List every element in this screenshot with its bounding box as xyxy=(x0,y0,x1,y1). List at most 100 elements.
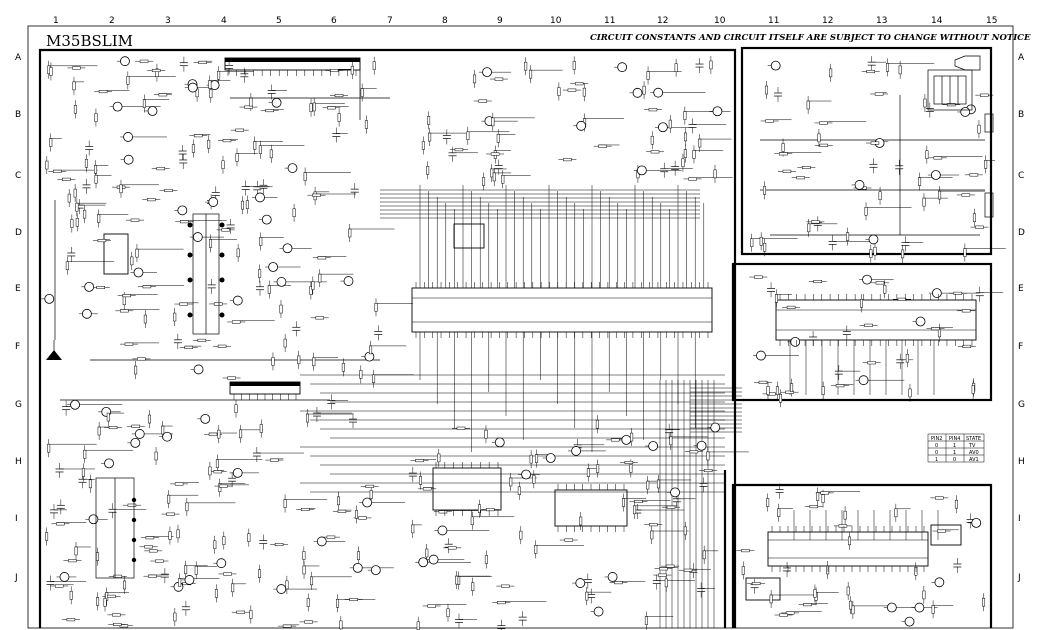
row-label: D xyxy=(1018,228,1025,238)
component xyxy=(466,131,470,141)
component xyxy=(971,385,975,394)
component xyxy=(684,132,688,142)
component xyxy=(369,490,373,499)
component xyxy=(147,414,151,424)
component xyxy=(365,484,375,488)
component xyxy=(582,87,586,97)
component xyxy=(878,191,882,201)
component xyxy=(258,569,262,578)
component xyxy=(650,150,660,154)
transistor xyxy=(316,536,327,547)
component xyxy=(372,374,376,384)
transistor xyxy=(428,554,439,565)
component xyxy=(610,438,620,442)
component xyxy=(96,286,105,290)
component xyxy=(127,503,137,507)
component xyxy=(595,419,599,429)
component xyxy=(874,92,884,96)
component xyxy=(816,492,820,501)
component xyxy=(151,69,161,73)
component xyxy=(270,458,279,462)
component xyxy=(142,285,152,289)
component xyxy=(683,149,687,158)
component xyxy=(961,193,971,197)
col-label: 11 xyxy=(604,16,615,26)
component xyxy=(208,80,212,89)
component xyxy=(179,302,188,306)
component xyxy=(112,622,122,626)
transistor xyxy=(133,267,144,278)
component xyxy=(415,459,424,463)
transistor xyxy=(193,364,204,375)
component xyxy=(94,165,98,174)
transistor xyxy=(854,180,865,190)
component xyxy=(785,611,795,615)
component xyxy=(646,71,650,80)
row-label: A xyxy=(1018,53,1025,63)
component xyxy=(161,425,165,435)
component xyxy=(534,545,538,554)
component xyxy=(337,113,341,122)
component xyxy=(484,429,488,439)
component xyxy=(45,532,49,541)
table-cell: AV1 xyxy=(969,457,979,463)
col-label: 6 xyxy=(331,16,337,26)
component xyxy=(285,580,289,590)
component xyxy=(197,338,207,342)
component xyxy=(178,578,182,587)
sheet-border xyxy=(27,25,1014,629)
component xyxy=(835,384,845,388)
component xyxy=(829,68,833,78)
component xyxy=(245,200,249,209)
component xyxy=(106,412,110,422)
transistor xyxy=(120,56,130,67)
flyback-transformer xyxy=(187,213,225,335)
component xyxy=(334,94,344,98)
component xyxy=(221,228,230,232)
component xyxy=(817,133,821,143)
component xyxy=(938,190,942,200)
component xyxy=(97,426,101,436)
component xyxy=(803,603,812,607)
av-board-frame xyxy=(731,483,993,628)
main-board-frame xyxy=(38,48,737,628)
component xyxy=(683,568,693,572)
transistor xyxy=(632,87,643,98)
component xyxy=(327,106,336,110)
component xyxy=(864,207,868,216)
component xyxy=(126,76,130,85)
transistor xyxy=(904,616,915,627)
horizontal-transformer xyxy=(95,477,137,579)
transistor xyxy=(271,97,282,108)
component xyxy=(310,576,314,586)
component xyxy=(509,477,513,487)
component xyxy=(411,524,415,534)
component xyxy=(315,316,325,320)
component xyxy=(302,565,306,575)
component xyxy=(648,108,658,112)
row-label: F xyxy=(15,342,20,352)
component xyxy=(954,499,958,509)
table-cell: 1 xyxy=(953,443,956,449)
component xyxy=(779,613,788,617)
component xyxy=(870,141,880,145)
component xyxy=(782,169,792,173)
component xyxy=(119,184,123,194)
component xyxy=(650,135,654,145)
component xyxy=(156,167,166,171)
component xyxy=(372,61,376,70)
table-header: PIN4 xyxy=(949,436,960,442)
component xyxy=(253,141,257,150)
component xyxy=(524,61,528,71)
component xyxy=(529,69,533,79)
component xyxy=(297,355,301,365)
row-label: I xyxy=(1018,514,1021,524)
component xyxy=(758,380,768,384)
component xyxy=(790,383,794,392)
component xyxy=(142,99,146,108)
transistor xyxy=(84,281,95,292)
component xyxy=(88,479,92,489)
component xyxy=(564,538,574,542)
component xyxy=(557,87,561,96)
